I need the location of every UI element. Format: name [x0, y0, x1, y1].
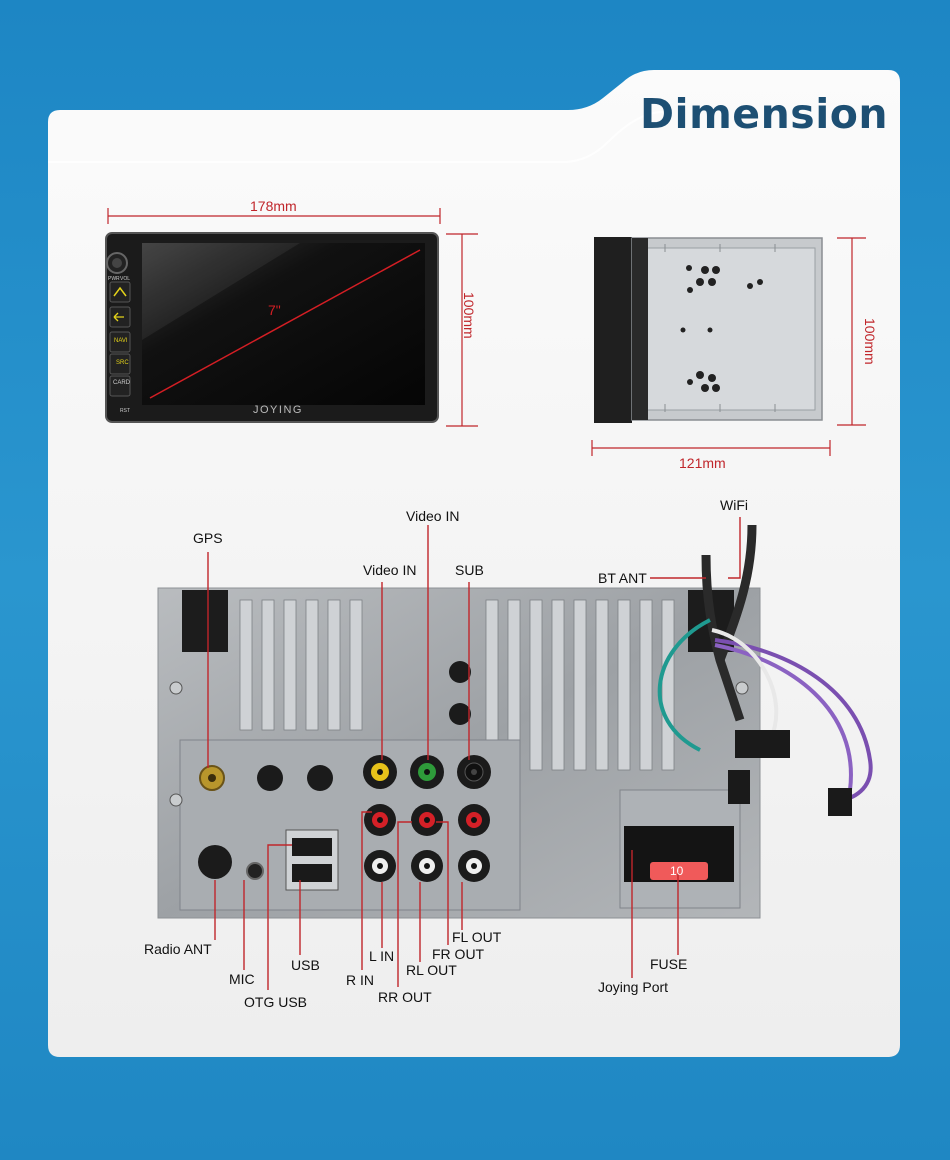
usb-label: USB [291, 957, 320, 973]
front-height-label: 100mm [461, 292, 477, 339]
fuse-value: 10 [670, 864, 684, 878]
video-in-label: Video IN [363, 562, 417, 578]
rst-label: RST [120, 408, 130, 414]
rl-out-label: RL OUT [406, 962, 457, 978]
fr-out-label: FR OUT [432, 946, 485, 962]
l-in-label: L IN [369, 948, 395, 964]
joying-port-label: Joying Port [598, 979, 669, 995]
fl-out-label: FL OUT [452, 929, 502, 945]
callout-lines [207, 517, 741, 990]
rear-view [157, 524, 873, 919]
diagonal-label: 7" [268, 302, 281, 318]
brand-label: JOYING [253, 404, 303, 416]
front-view [105, 208, 478, 427]
bt-ant-label: BT ANT [598, 570, 647, 586]
sub-label: SUB [455, 562, 484, 578]
wifi-label: WiFi [720, 497, 748, 513]
pwr-label: PWR [108, 276, 120, 282]
width-178-label: 178mm [250, 198, 297, 214]
side-height-label: 100mm [862, 318, 878, 365]
navi-button-label: NAVI [114, 338, 128, 344]
side-view [591, 237, 866, 456]
card-button-label: CARD [113, 380, 131, 386]
vol-label: VOL [120, 276, 131, 282]
depth-121-label: 121mm [679, 455, 726, 471]
gps-label: GPS [193, 530, 223, 546]
src-button-label: SRC [116, 360, 129, 366]
fuse-label: FUSE [650, 956, 688, 972]
radio-ant-label: Radio ANT [144, 941, 212, 957]
rr-out-label: RR OUT [378, 989, 432, 1005]
video-in-top-label: Video IN [406, 508, 460, 524]
r-in-label: R IN [346, 972, 374, 988]
page-title: Dimension [640, 90, 889, 138]
mic-label: MIC [229, 971, 255, 987]
otg-usb-label: OTG USB [244, 994, 308, 1010]
